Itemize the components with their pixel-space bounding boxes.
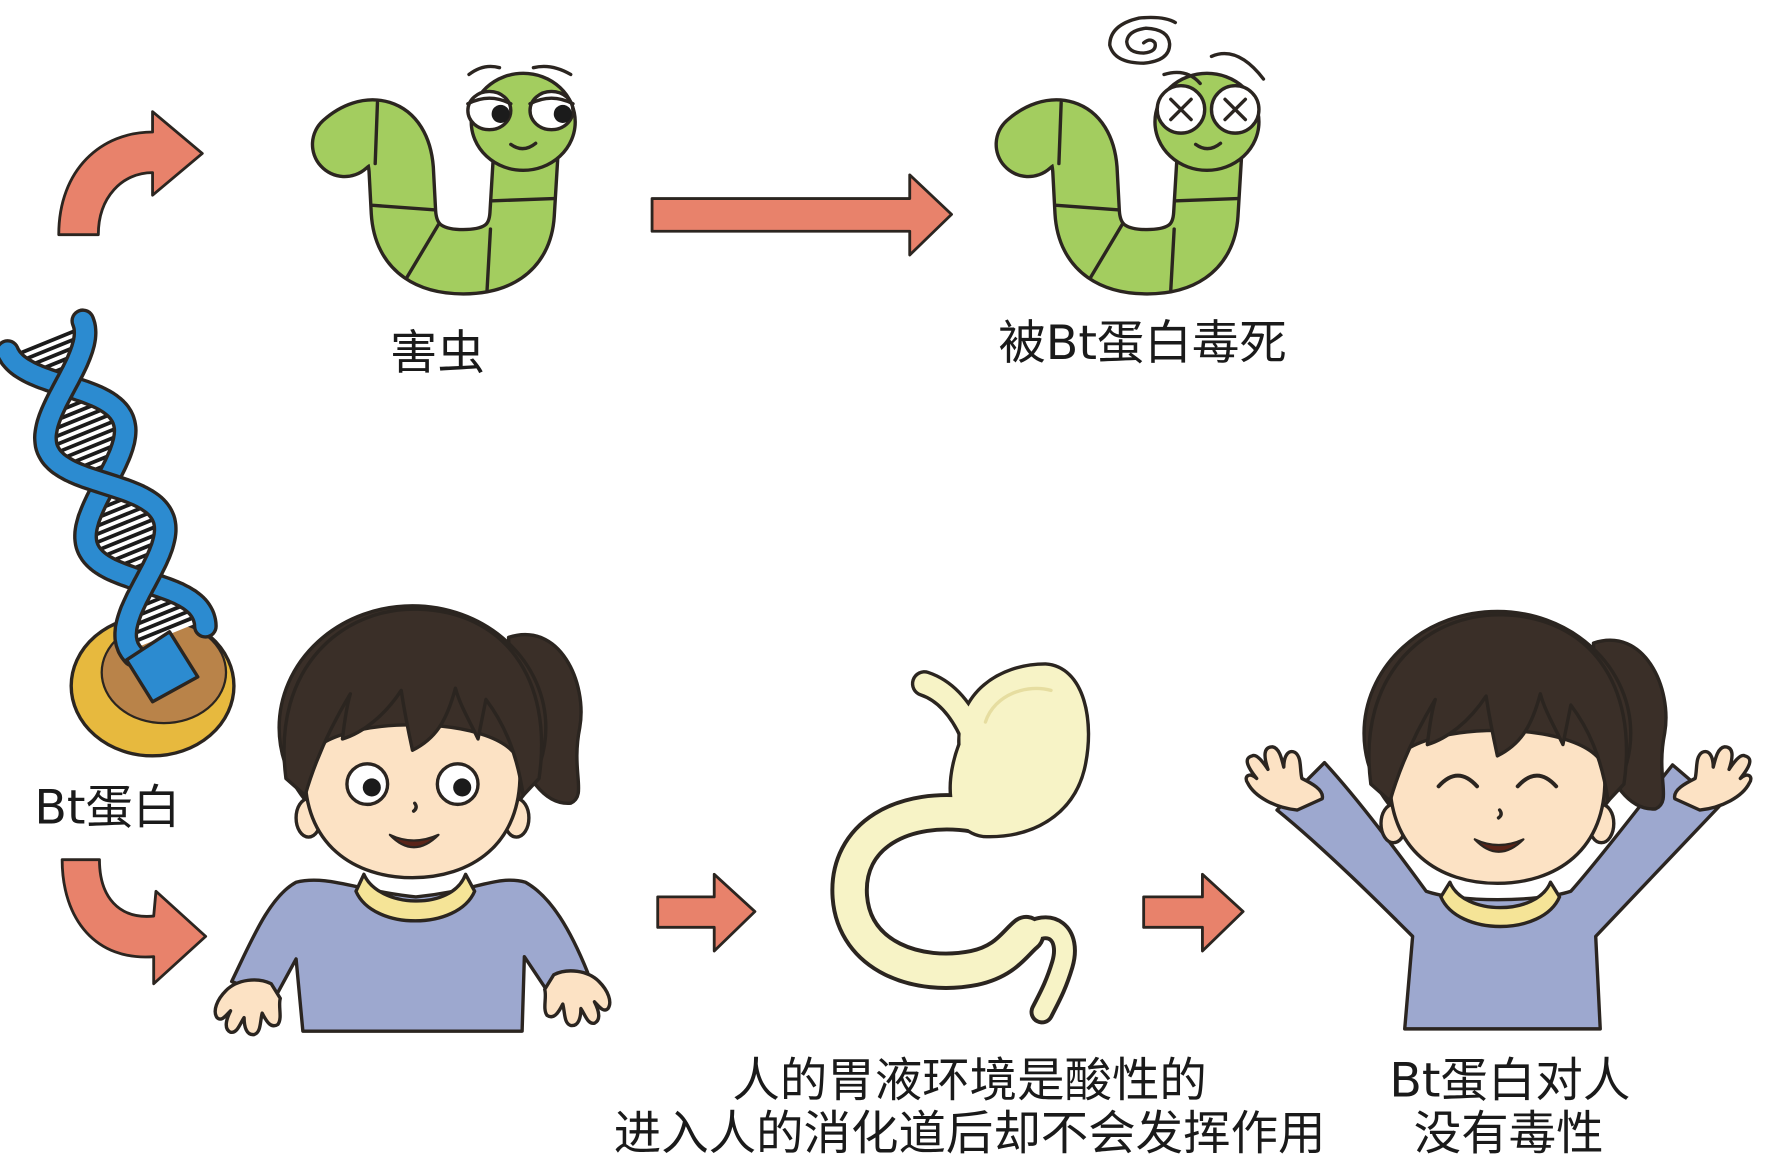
hand-right [543,969,612,1028]
bt-protein-label: Bt蛋白 [34,781,180,836]
dna-rung [89,521,166,556]
arrow-right-long-icon [650,173,953,257]
stomach-icon [830,662,1091,1025]
eyebrow-icon [467,64,573,77]
arrow-curved-up-icon [57,110,204,237]
happy-girl-icon [1244,609,1753,1031]
result-caption-line-2: 没有毒性 [1414,1107,1604,1162]
pest-label: 害虫 [390,326,485,381]
worm-body [994,98,1244,296]
arrow-curved-down-icon [60,858,208,986]
hand-left [213,978,282,1037]
killed-pest-label: 被Bt蛋白毒死 [998,316,1286,371]
dizzy-lines-icon [1162,51,1266,86]
stomach-caption-line-2: 进入人的消化道后却不会发挥作用 [614,1107,1326,1162]
smile-mouth [1473,838,1525,853]
stomach-caption-line-1: 人的胃液环境是酸性的 [732,1054,1206,1109]
dna-rung [86,514,164,549]
nose [411,801,418,813]
happy-eye-icon [1436,773,1559,789]
collar [354,872,477,923]
dna-base-block [124,630,200,704]
shirt [1275,760,1722,1031]
dna-rung [45,412,122,448]
dna-helix [0,308,218,668]
girl-icon [213,604,612,1037]
green-worm-icon [310,64,577,296]
dizzy-worm-icon [994,15,1266,296]
dna-rung [47,419,125,455]
result-caption-line-1: Bt蛋白对人 [1389,1054,1630,1109]
dizzy-spiral-icon [1108,15,1178,65]
arrow-right-icon [1142,872,1245,953]
smile-mouth [388,833,440,849]
arrow-right-icon [656,872,757,953]
dna-rung [9,325,86,360]
collar [1439,880,1562,929]
worm-body [310,98,560,296]
worm-smile [1193,141,1223,151]
dna-on-coin-icon [0,308,236,758]
dna-rung [85,510,162,546]
dna-rung [87,517,165,553]
dna-strand [36,311,175,665]
worm-smile [509,141,538,151]
dna-rung [46,416,124,451]
nose [1496,808,1503,820]
dna-rung [49,423,126,458]
dna-rung [125,608,202,644]
dna-rung [126,612,204,647]
